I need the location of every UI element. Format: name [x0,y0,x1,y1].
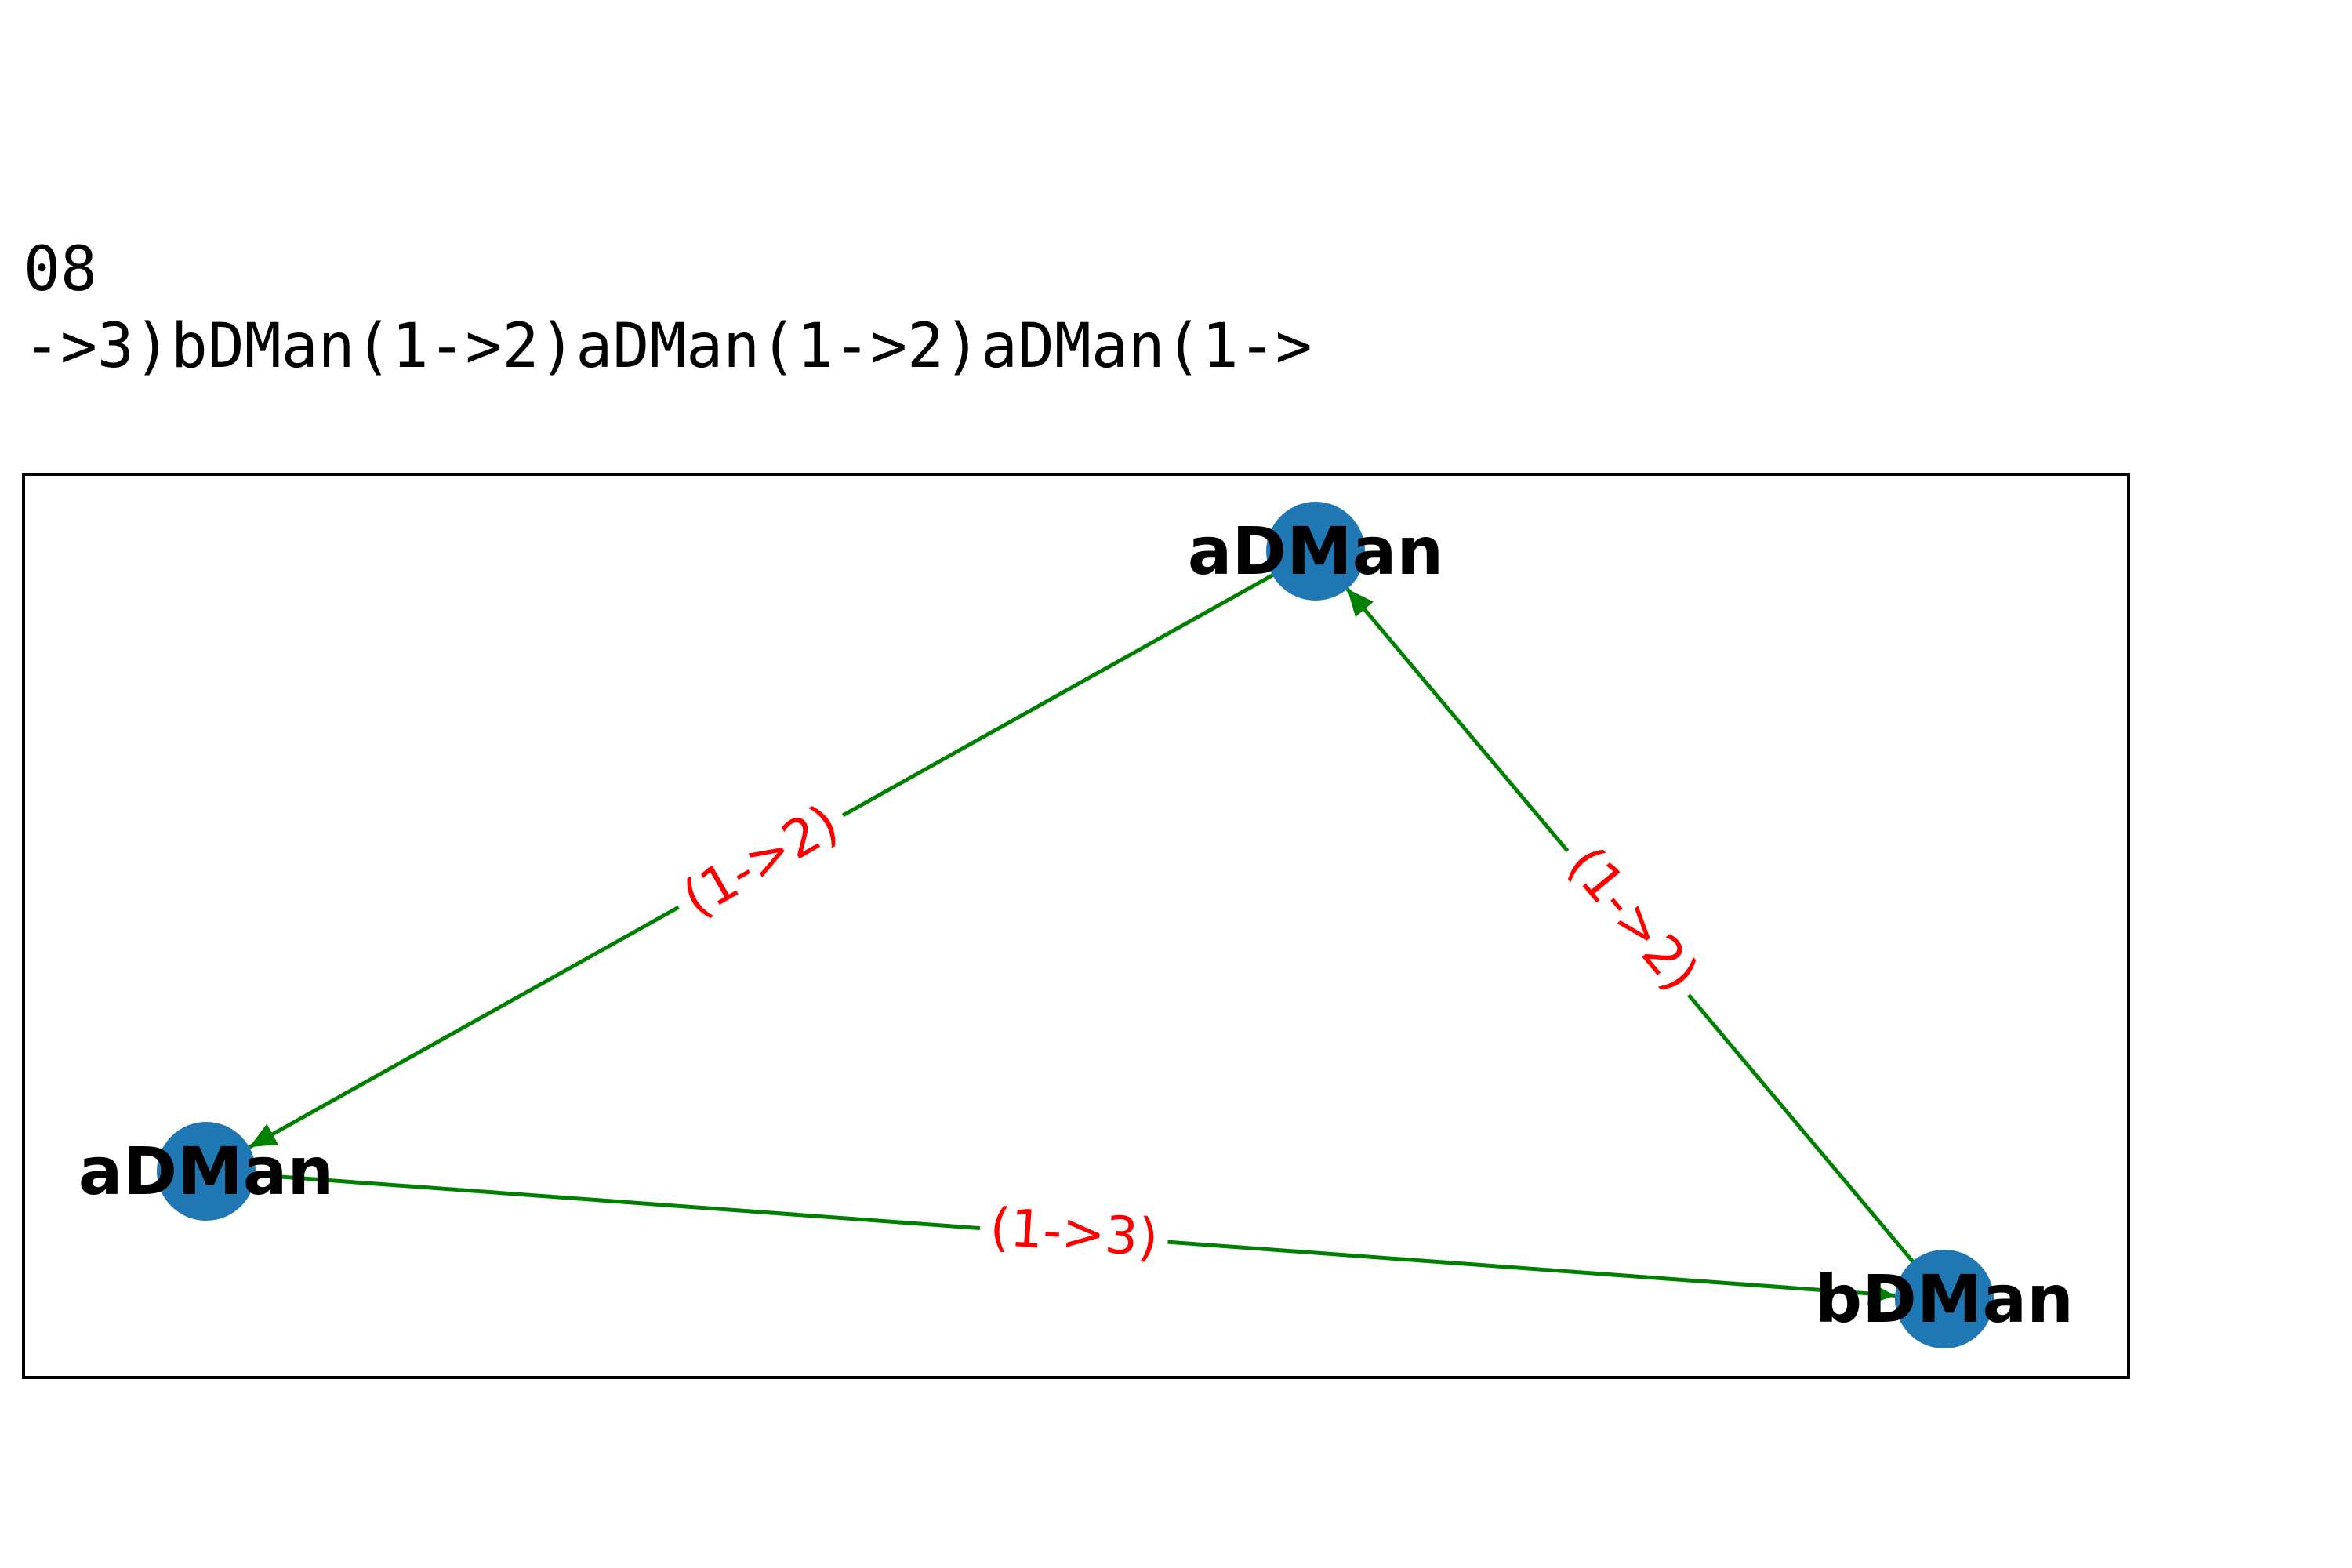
arrowhead-e_right_top [1347,589,1374,617]
edge-label-group-e_top_left: (1->2) [660,781,861,941]
edge-label-e_left_right: (1->3) [988,1196,1160,1269]
edge-label-bg-e_top_left [660,781,861,941]
title-line-1: 08 [24,234,97,305]
node-n_left [157,1122,256,1221]
edge-label-e_right_top: (1->2) [1556,835,1711,1003]
plot-frame [22,473,2130,1379]
node-labels-layer: aDMan aDMan bDMan [78,513,2074,1338]
arrowhead-e_left_right [1867,1281,1896,1305]
edge-label-bg-e_left_right [977,1188,1171,1277]
title-line-2: ->3)bDMan(1->2)aDMan(1->2)aDMan(1-> [24,311,1312,382]
node-label-n_left: aDMan [78,1133,334,1210]
edge-labels-layer: (1->2) (1->2) (1->3) [660,781,1722,1277]
edge-label-group-e_left_right: (1->3) [977,1188,1171,1277]
node-n_right [1895,1250,1994,1348]
arrowhead-e_top_left [249,1123,278,1148]
edge-label-group-e_right_top: (1->2) [1544,822,1722,1015]
edge-label-bg-e_right_top [1544,822,1722,1015]
node-n_top [1266,502,1365,601]
nodes-layer [157,502,1994,1348]
node-label-n_right: bDMan [1815,1261,2074,1338]
node-label-n_top: aDMan [1188,513,1443,590]
